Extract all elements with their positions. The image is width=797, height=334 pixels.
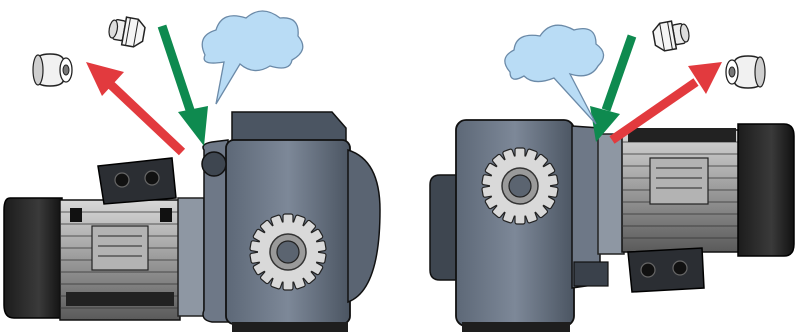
left-thought-cloud	[202, 11, 303, 104]
left-gearmotor-assembly	[4, 112, 380, 332]
left-motor-flange	[178, 198, 204, 316]
right-drain-plug	[726, 56, 765, 88]
right-motor-body	[622, 128, 740, 252]
right-gearbox	[430, 120, 608, 332]
left-motor-body	[60, 200, 180, 320]
right-motor-flange	[598, 134, 624, 254]
left-install-arrow	[162, 26, 208, 146]
right-terminal-box	[628, 248, 704, 292]
left-gearbox	[202, 112, 380, 332]
right-breather-plug	[652, 19, 691, 53]
left-motor-fan-cover	[4, 198, 62, 318]
left-output-sprocket	[250, 214, 327, 290]
right-output-sprocket	[482, 148, 559, 224]
left-drain-plug	[33, 54, 72, 86]
left-motor-nameplate	[92, 226, 148, 270]
left-remove-arrow	[86, 62, 182, 152]
left-terminal-box	[98, 158, 176, 204]
right-thought-cloud	[505, 25, 604, 124]
right-motor-fan-cover	[738, 124, 794, 256]
left-breather-plug	[107, 15, 146, 49]
right-gearmotor-assembly	[430, 120, 794, 332]
right-motor-nameplate	[650, 158, 708, 204]
